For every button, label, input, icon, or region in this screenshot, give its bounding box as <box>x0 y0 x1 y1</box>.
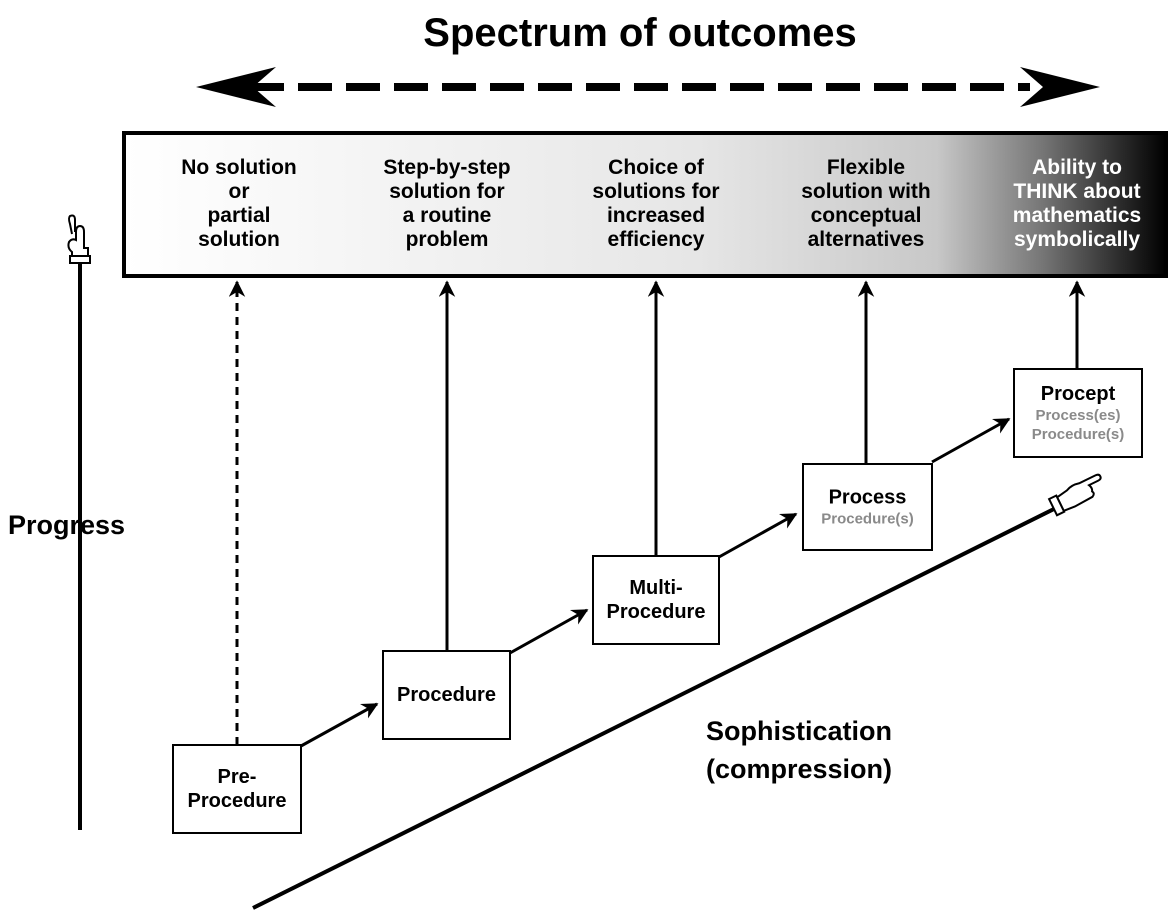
stage-boxes <box>172 368 1143 834</box>
spectrum-arrow <box>196 67 1100 107</box>
diagram-title: Spectrum of outcomes <box>423 11 856 55</box>
stage-box-procedure <box>382 650 511 740</box>
stage-4-title-line-1: Process <box>829 487 907 509</box>
outcomes-banner <box>122 131 1168 278</box>
stage-1-title-line-1: Pre- <box>218 766 257 788</box>
outcome-label-5-line-4: symbolically <box>1014 228 1140 251</box>
outcome-label-3-line-4: efficiency <box>608 228 705 251</box>
stage-box-process <box>802 463 933 551</box>
outcome-label-3-line-1: Choice of <box>608 156 705 179</box>
spectrum-arrow-right-head <box>1020 67 1100 107</box>
stage-5-title-line-1: Procept <box>1041 383 1116 405</box>
pointing-right-hand-icon <box>1047 473 1102 517</box>
pointing-up-hand-icon <box>67 214 91 264</box>
stage-1-title-line-2: Procedure <box>188 790 287 812</box>
progress-axis: Progress <box>8 214 125 830</box>
outcome-label-2-line-2: solution for <box>389 180 504 203</box>
step-1-2 <box>300 702 379 748</box>
stage-box-procept <box>1013 368 1143 458</box>
outcome-label-3-line-2: solutions for <box>592 180 719 203</box>
stage-4-subtitle-line-1: Procedure(s) <box>821 511 914 528</box>
sophistication-axis: Sophistication (compression) <box>252 473 1102 910</box>
outcome-links <box>228 280 1086 745</box>
outcome-label-5-line-2: THINK about <box>1013 180 1140 203</box>
outcome-label-2-line-4: problem <box>406 228 489 251</box>
stage-box-preprocedure <box>172 744 302 834</box>
stage-3-title-line-1: Multi- <box>629 577 682 599</box>
outcome-label-2-line-1: Step-by-step <box>383 156 510 179</box>
outcome-label-4-line-1: Flexible <box>827 156 905 179</box>
outcome-label-5-line-3: mathematics <box>1013 204 1141 227</box>
outcome-label-5-line-1: Ability to <box>1032 156 1122 179</box>
outcome-label-1-line-3: partial <box>207 204 270 227</box>
stage-progression <box>300 417 1011 748</box>
stage-5-subtitle-line-1: Process(es) <box>1035 407 1120 424</box>
stage-box-multiprocedure <box>592 555 720 645</box>
stage-5-subtitle-line-2: Procedure(s) <box>1032 426 1125 443</box>
outcome-label-1-line-2: or <box>229 180 250 203</box>
step-2-3 <box>509 608 589 655</box>
sophistication-axis-line <box>252 498 1073 910</box>
sophistication-label-line-1: Sophistication <box>706 716 892 746</box>
outcome-label-2-line-3: a routine <box>403 204 492 227</box>
stage-labels: Pre-ProcedureProcedureMulti-ProcedurePro… <box>188 383 1125 812</box>
outcome-label-4-line-2: solution with <box>801 180 930 203</box>
spectrum-arrow-left-head <box>196 67 276 107</box>
sophistication-label-line-2: (compression) <box>706 754 892 784</box>
progress-label: Progress <box>8 510 125 540</box>
stage-2-title-line-1: Procedure <box>397 684 496 706</box>
outcome-label-1-line-1: No solution <box>181 156 296 179</box>
outcome-label-1-line-4: solution <box>198 228 280 251</box>
outcome-label-4-line-4: alternatives <box>808 228 925 251</box>
sophistication-label: Sophistication (compression) <box>706 716 892 784</box>
outcome-label-4-line-3: conceptual <box>811 204 922 227</box>
stage-3-title-line-2: Procedure <box>607 601 706 623</box>
outcome-label-3-line-3: increased <box>607 204 705 227</box>
step-3-4 <box>718 512 798 559</box>
step-4-5 <box>931 417 1011 464</box>
